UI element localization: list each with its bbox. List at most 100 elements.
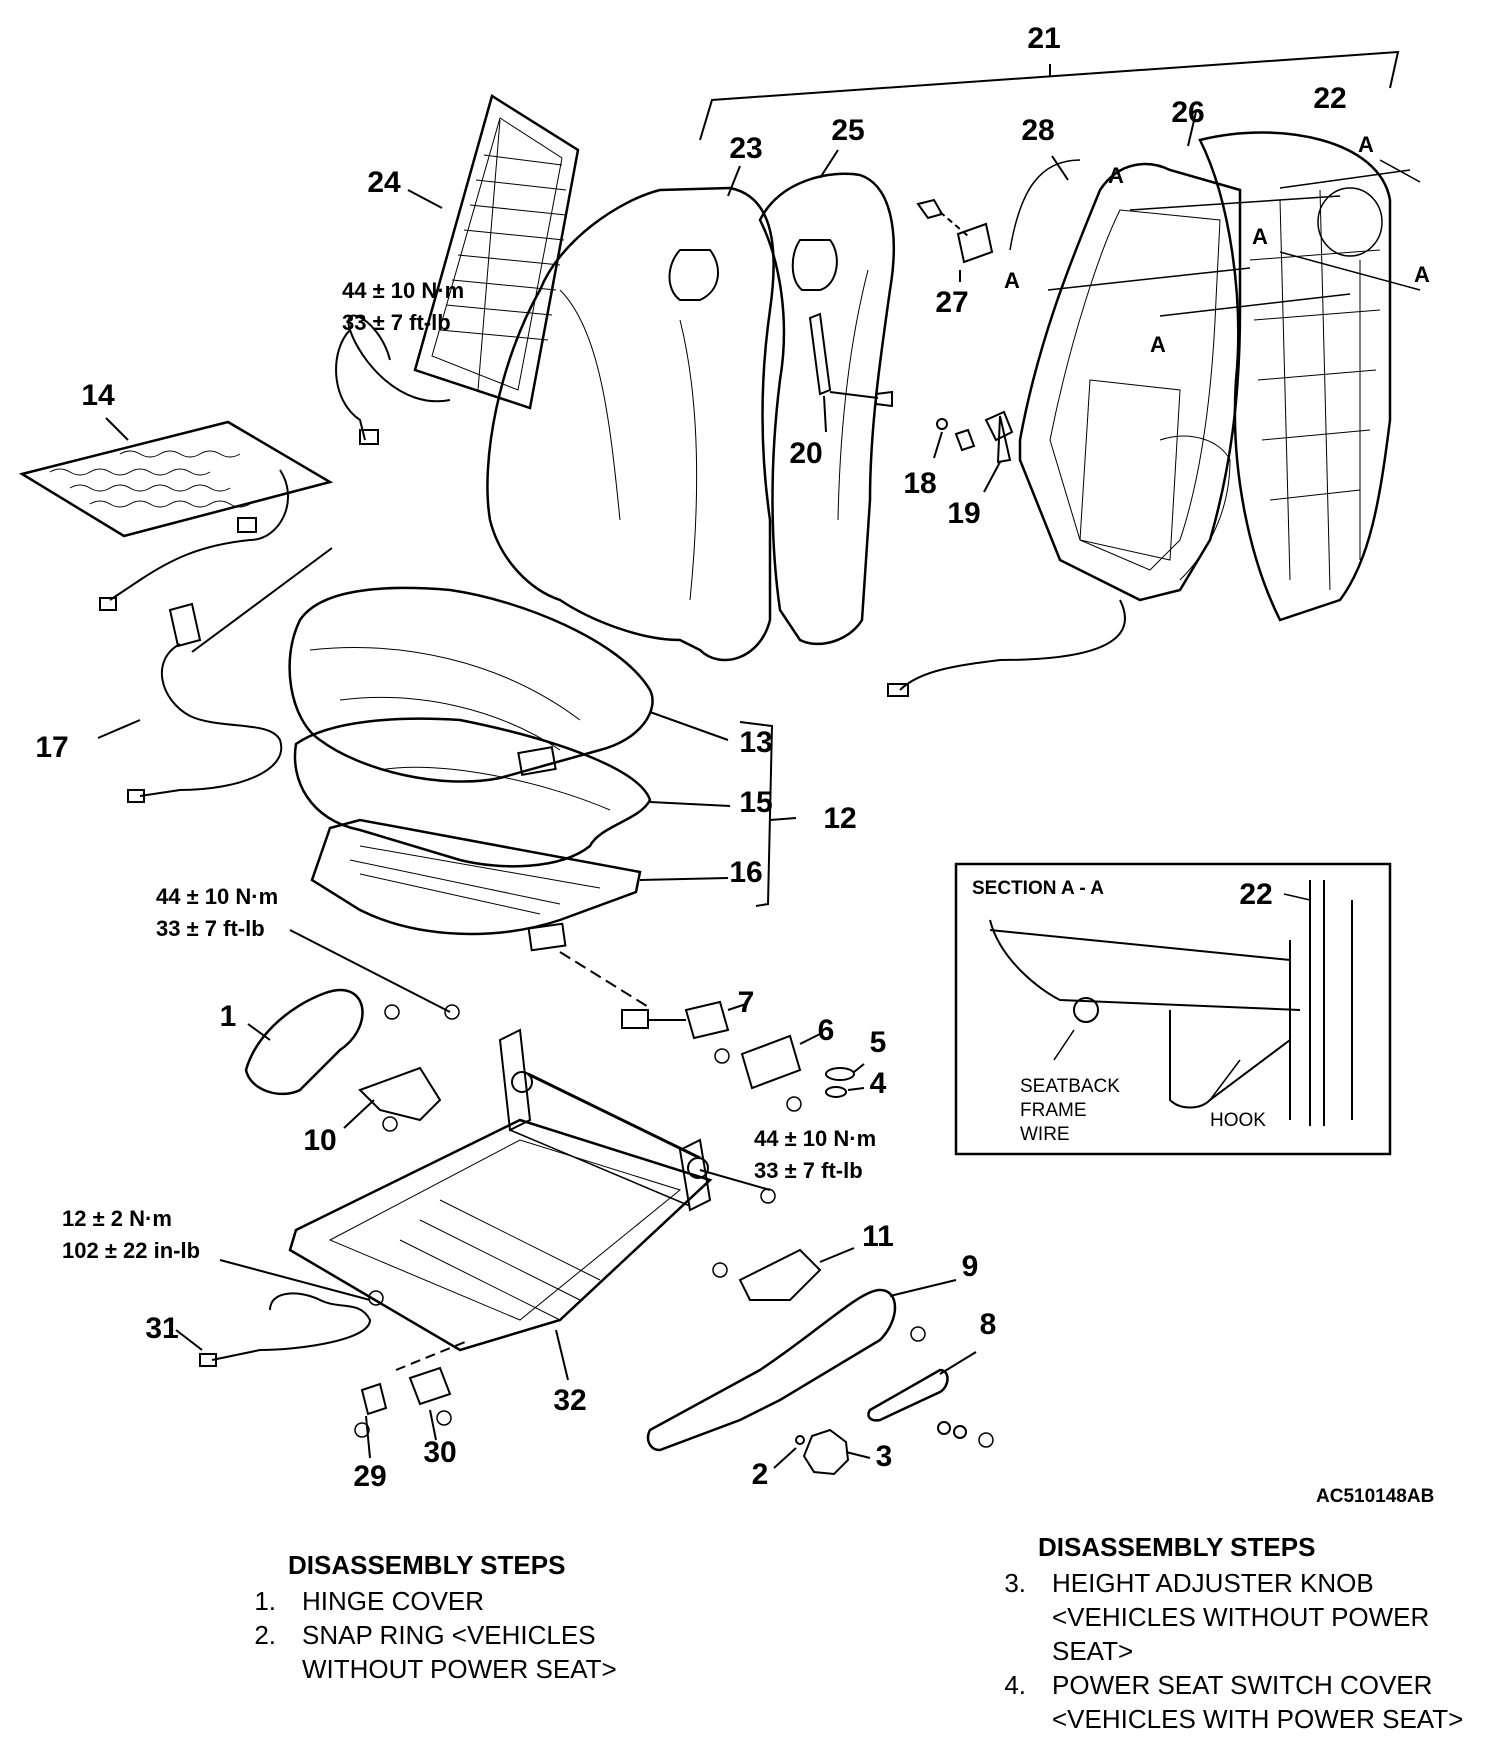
step-number: 4.: [1004, 1670, 1026, 1700]
torque-harness-inlb: 102 ± 22 in-lb: [62, 1238, 200, 1263]
callout-15: 15: [739, 786, 772, 819]
seatback-panel-22: [1198, 131, 1392, 622]
seatback-frame-26: [887, 159, 1242, 697]
section-arrows: [1047, 159, 1421, 317]
bracket-12: [739, 721, 774, 907]
part-30: [408, 1366, 452, 1406]
callout-9: 9: [962, 1250, 979, 1283]
step-number: 3.: [1004, 1568, 1026, 1598]
cover-6: [740, 1034, 802, 1090]
section-wire-label-3: WIRE: [1020, 1124, 1070, 1145]
cushion-cover-13: [288, 586, 654, 783]
section-hook-label: HOOK: [1210, 1110, 1266, 1131]
section-title: SECTION A - A: [972, 878, 1104, 899]
step-item: 4. POWER SEAT SWITCH COVER <VEHICLES WIT…: [966, 1668, 1502, 1736]
callout-5: 5: [870, 1026, 887, 1059]
torque-harness-nm: 12 ± 2 N·m: [62, 1206, 172, 1231]
part-18: [936, 418, 948, 430]
step-text: POWER SEAT SWITCH COVER <VEHICLES WITH P…: [1052, 1670, 1464, 1734]
callout-31: 31: [145, 1312, 178, 1345]
callout-8: 8: [980, 1308, 997, 1341]
callout-12: 12: [823, 802, 856, 835]
section-box: [954, 862, 1392, 1156]
arrow-a-label: A: [1150, 332, 1166, 357]
bracket-11: [738, 1248, 822, 1301]
section-wire-label-2: FRAME: [1020, 1100, 1087, 1121]
callout-21: 21: [1027, 22, 1060, 55]
callout-10: 10: [303, 1124, 336, 1157]
callout-3: 3: [876, 1440, 893, 1473]
hinge-cover-1: [244, 988, 364, 1096]
steps-left-heading: DISASSEMBLY STEPS: [288, 1550, 566, 1580]
torque-seatbelt-ftlb: 33 ± 7 ft-lb: [342, 310, 451, 335]
part-19: [954, 410, 1014, 464]
callout-11: 11: [862, 1220, 894, 1253]
seatback-heater-24: [335, 94, 580, 445]
bolts: [354, 1004, 994, 1448]
callout-23: 23: [729, 132, 762, 165]
callout-19: 19: [947, 497, 980, 530]
snap-ring-2: [795, 1435, 805, 1445]
callout-13: 13: [739, 726, 772, 759]
step-item: 1. HINGE COVER: [216, 1584, 722, 1618]
seatbelt-buckle-17: [127, 602, 283, 803]
callout-27: 27: [935, 286, 968, 319]
callout-16: 16: [729, 856, 762, 889]
torque-hinge-nm: 44 ± 10 N·m: [156, 884, 278, 909]
part-27: [916, 198, 994, 282]
harness-31: [199, 1292, 372, 1367]
step-item: 2. SNAP RING <VEHICLES WITHOUT POWER SEA…: [216, 1618, 722, 1686]
callout-30: 30: [423, 1436, 456, 1469]
arrow-labels: A A A A A A: [1004, 132, 1430, 357]
callout-28: 28: [1021, 114, 1054, 147]
callout-7: 7: [738, 986, 755, 1019]
step-text: SNAP RING <VEHICLES WITHOUT POWER SEAT>: [302, 1620, 617, 1684]
knob-3: [802, 1428, 850, 1476]
seatback-cover-23: [486, 186, 775, 662]
callout-18: 18: [903, 467, 936, 500]
bracket-20: [808, 312, 832, 396]
section-wire-label-1: SEATBACK: [1020, 1076, 1120, 1097]
steps-right: DISASSEMBLY STEPS 3. HEIGHT ADJUSTER KNO…: [966, 1530, 1502, 1736]
switch-7: [559, 951, 730, 1040]
callouts: 21 22 23 24 25 26 27 28 14 20 18 19 13 1…: [35, 22, 1346, 1493]
callout-6: 6: [818, 1014, 835, 1047]
torque-hinge-ftlb: 33 ± 7 ft-lb: [156, 916, 265, 941]
seatback-cover-25: [758, 172, 895, 646]
callout-32: 32: [553, 1384, 586, 1417]
side-cover-9: [646, 1288, 897, 1452]
callout-26: 26: [1171, 96, 1204, 129]
arrow-a-label: A: [1252, 224, 1268, 249]
bracket-10: [358, 1066, 442, 1122]
arrow-a-label: A: [1414, 262, 1430, 287]
callout-17: 17: [35, 731, 68, 764]
step-number: 1.: [254, 1586, 276, 1616]
seat-rail-assembly-32: [288, 1028, 713, 1352]
callout-4: 4: [870, 1067, 887, 1100]
bracket-21: [699, 50, 1400, 141]
cushion-heater-14: [18, 420, 334, 611]
callout-29: 29: [353, 1460, 386, 1493]
figure-code: AC510148AB: [1316, 1486, 1434, 1507]
cushion-pan-16: [310, 818, 642, 952]
arrow-a-label: A: [1004, 268, 1020, 293]
torque-rear-nm: 44 ± 10 N·m: [754, 1126, 876, 1151]
callout-2: 2: [752, 1458, 769, 1491]
steps-left: DISASSEMBLY STEPS 1. HINGE COVER 2. SNAP…: [216, 1548, 722, 1686]
section-detail: [989, 880, 1353, 1126]
part-5: [825, 1067, 855, 1081]
callout-25: 25: [831, 114, 864, 147]
step-text: HINGE COVER: [302, 1586, 485, 1616]
section-part-22: 22: [1239, 878, 1272, 911]
callout-1: 1: [220, 1000, 237, 1033]
steps-right-heading: DISASSEMBLY STEPS: [1038, 1532, 1316, 1562]
lever-8: [867, 1368, 949, 1422]
callout-22: 22: [1313, 82, 1346, 115]
cushion-pad-15: [293, 717, 652, 868]
torque-seatbelt-nm: 44 ± 10 N·m: [342, 278, 464, 303]
torque-specs: 44 ± 10 N·m 33 ± 7 ft-lb 44 ± 10 N·m 33 …: [62, 278, 876, 1263]
callout-20: 20: [789, 437, 822, 470]
arrow-a-label: A: [1358, 132, 1374, 157]
step-number: 2.: [254, 1620, 276, 1650]
